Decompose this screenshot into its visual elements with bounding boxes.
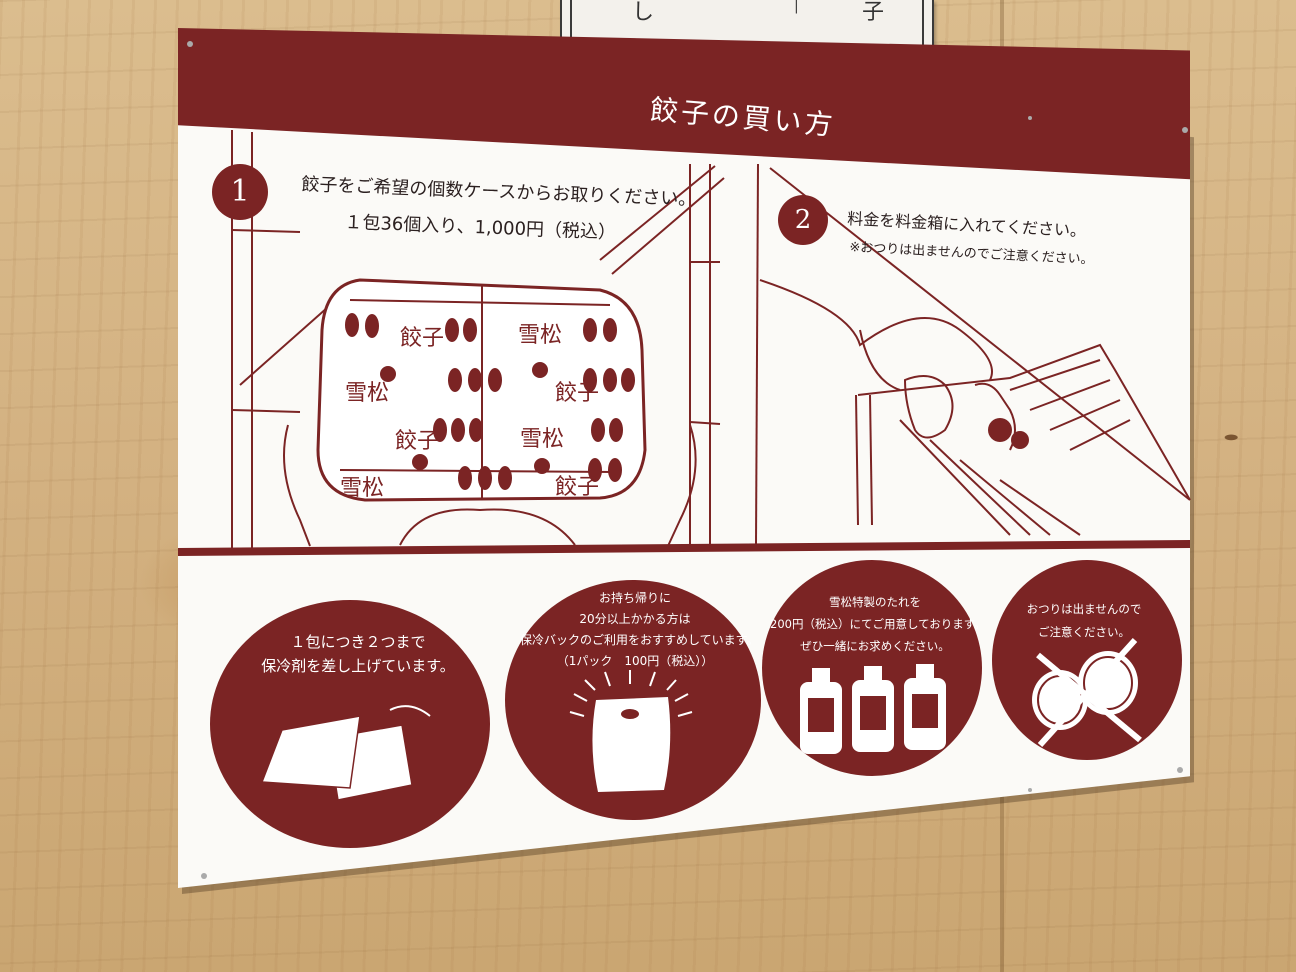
gyoza-package: 餃子 雪松 雪松 餃子 餃子 雪松 雪松 餃子 — [316, 278, 647, 502]
step-1-badge: 1 — [212, 164, 268, 220]
upper-sign-glyph-left: し — [632, 0, 655, 25]
package-brand-text-1: 餃子 — [400, 326, 444, 351]
section-divider — [178, 540, 1190, 556]
sauce-bottles-icon — [800, 664, 946, 754]
package-brand-text-7: 雪松 — [340, 476, 384, 501]
package-brand-text-4: 餃子 — [555, 381, 599, 406]
money-box-illustration — [759, 167, 1191, 536]
no-change-coins-icon — [1032, 637, 1142, 748]
package-brand-text-3: 雪松 — [345, 381, 389, 406]
package-brand-text-8: 餃子 — [555, 475, 599, 500]
step-divider — [755, 163, 759, 545]
ice-pack-icon — [260, 705, 431, 801]
coin-drop — [988, 418, 1029, 449]
circle-2-text: お持ち帰りに 20分以上かかる方は 保冷バックのご利用をおすすめしています。 （… — [520, 591, 759, 668]
package-brand-text-5: 餃子 — [395, 429, 439, 454]
cooler-bag-icon — [569, 670, 693, 792]
upper-sign-glyph-right: 子 — [862, 0, 885, 25]
circle-3-text: 雪松特製のたれを 200円（税込）にてご用意しております。 ぜひ一緒にお求めくだ… — [770, 595, 986, 653]
circle-1-text: １包につき２つまで 保冷剤を差し上げています。 — [261, 633, 455, 675]
step-2-badge: 2 — [778, 195, 828, 245]
package-brand-text-2: 雪松 — [518, 323, 562, 348]
circle-4-text: おつりは出ませんので ご注意ください。 — [1026, 602, 1142, 639]
package-brand-text-6: 雪松 — [520, 427, 564, 452]
circle-4 — [992, 560, 1182, 760]
